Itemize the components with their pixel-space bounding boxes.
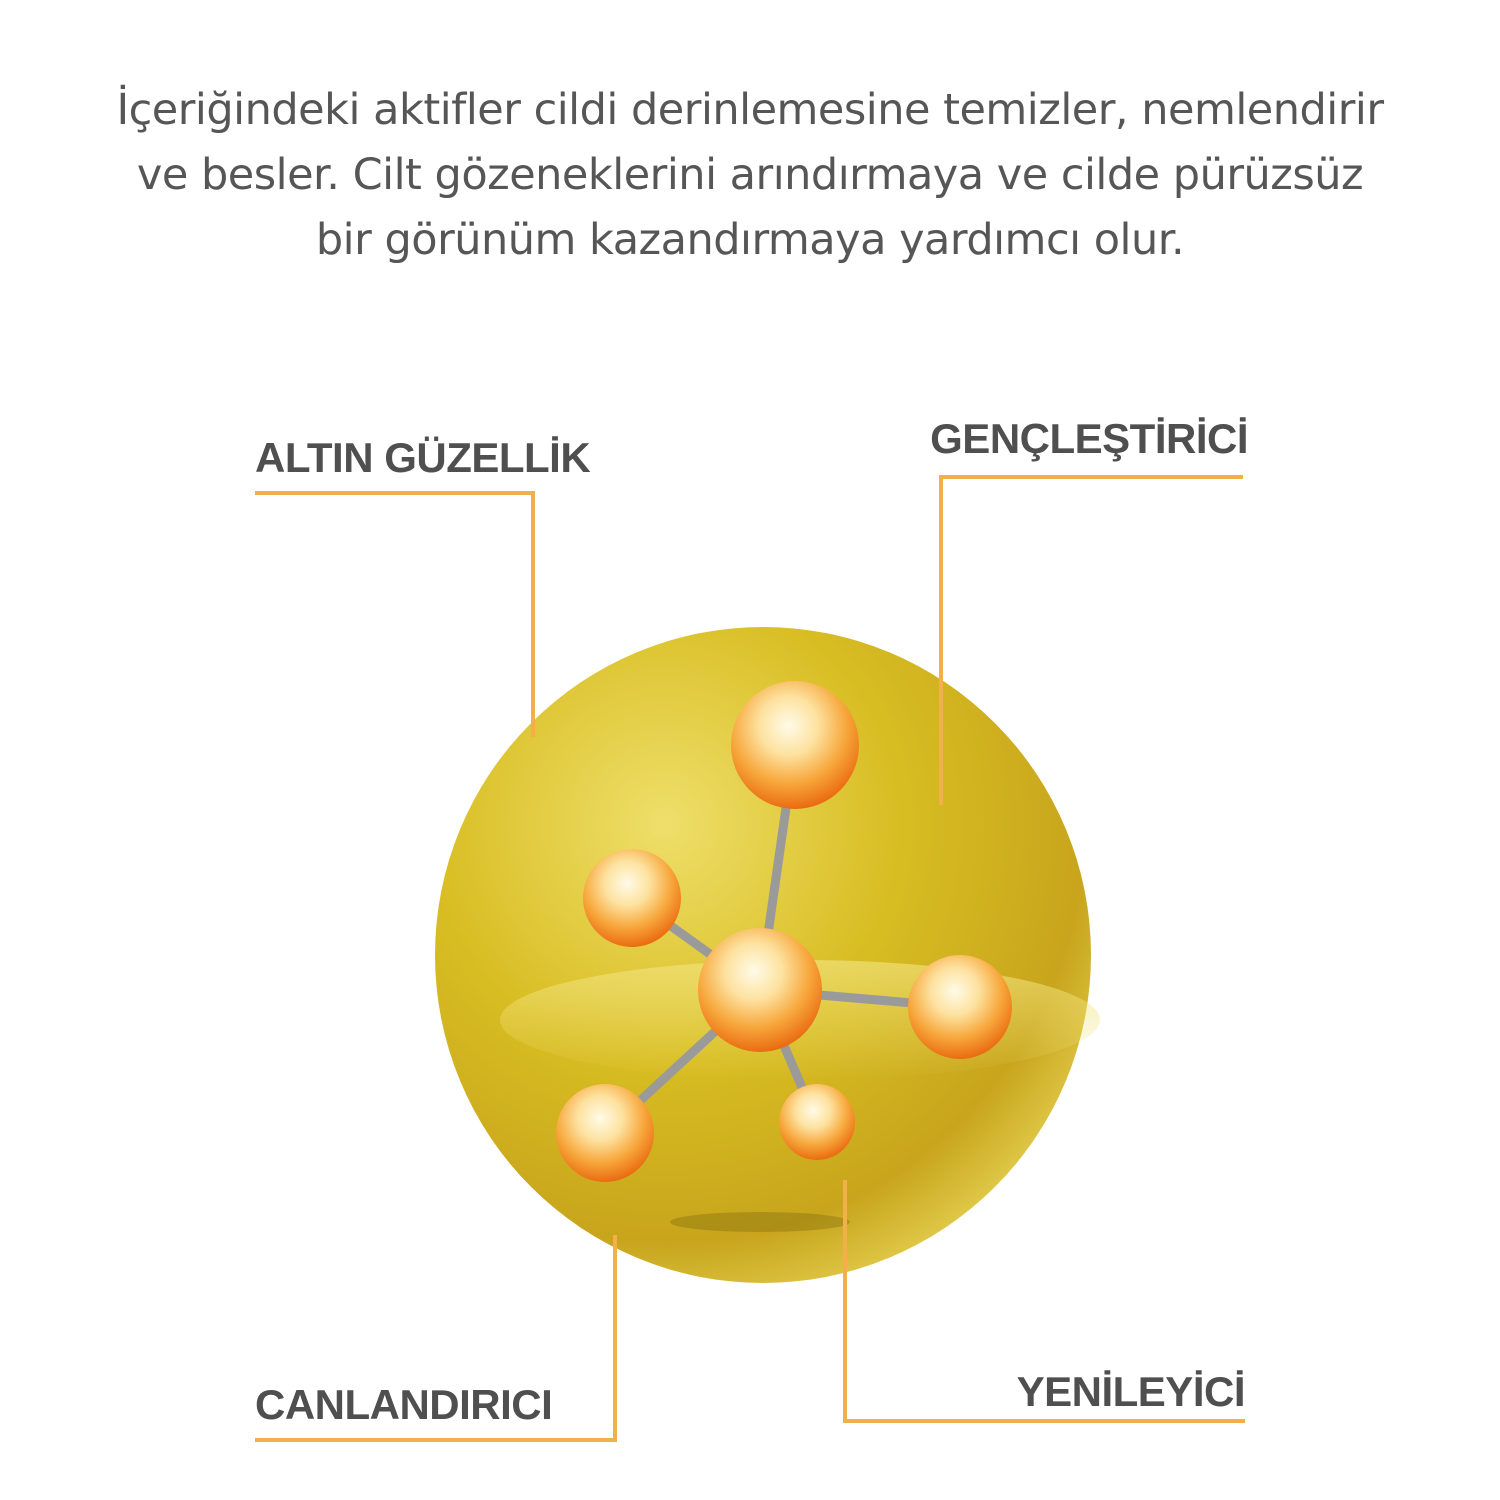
intro-line: İçeriğindeki aktifler cildi derinlemesin… (116, 85, 1384, 135)
atom-center (698, 928, 822, 1052)
atom (779, 1084, 855, 1160)
atom (908, 955, 1012, 1059)
connector-top-left (255, 491, 535, 737)
atom (583, 849, 681, 947)
connector-lines (255, 475, 1245, 1442)
connector-bottom-right (843, 1180, 1245, 1423)
label-yenileyici: YENİLEYİCİ (1016, 1368, 1246, 1415)
connector-top-right (939, 475, 1243, 805)
label-genclestirici: GENÇLEŞTİRİCİ (930, 415, 1248, 462)
intro-line: bir görünüm kazandırmaya yardımcı olur. (315, 215, 1185, 265)
label-altin-guzellik: ALTIN GÜZELLİK (255, 434, 591, 481)
atom (731, 681, 859, 809)
intro-text: İçeriğindeki aktifler cildi derinlemesin… (60, 78, 1440, 273)
label-canlandirici: CANLANDIRICI (255, 1381, 553, 1428)
intro-line: ve besler. Cilt gözeneklerini arındırmay… (136, 150, 1364, 200)
atom (556, 1084, 654, 1182)
molecule-atoms (556, 681, 1012, 1182)
connector-bottom-left (255, 1235, 617, 1442)
